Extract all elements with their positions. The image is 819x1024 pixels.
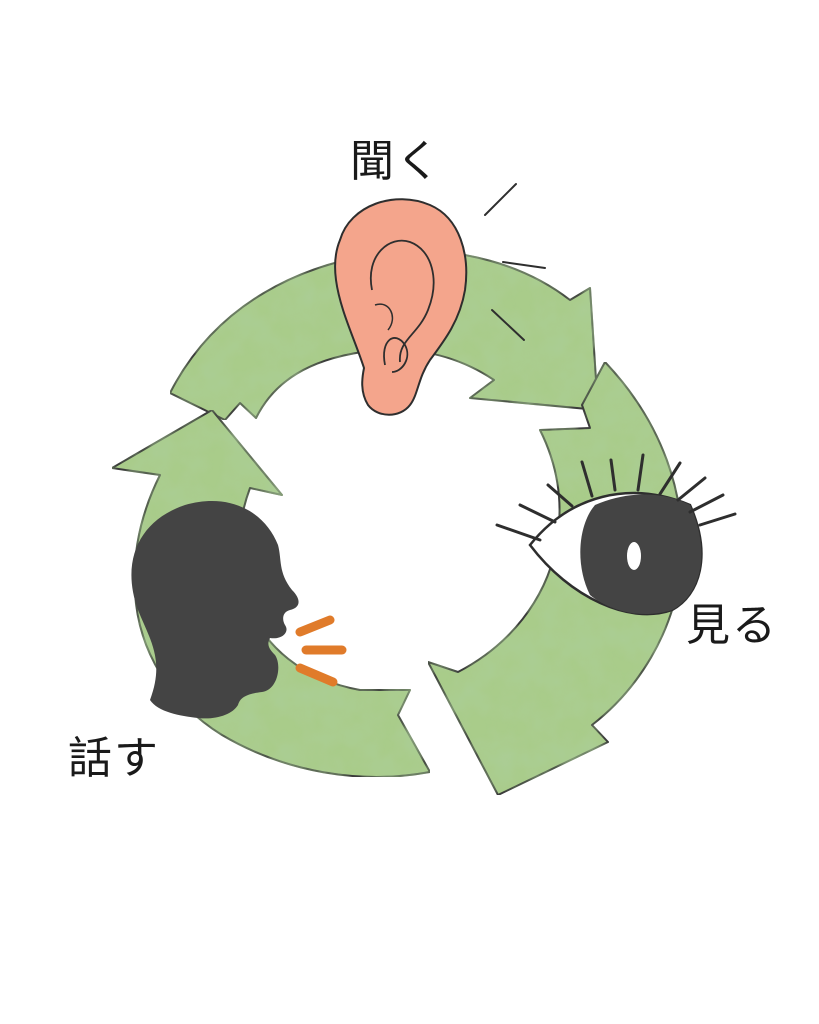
speech-lines	[295, 615, 347, 687]
label-speak: 話す	[68, 733, 160, 784]
cycle-arrow-right	[427, 361, 683, 796]
speaking-head-icon	[131, 500, 299, 719]
sound-lines-ear	[484, 183, 546, 341]
label-listen: 聞く	[350, 136, 442, 187]
label-see: 見る	[686, 600, 778, 651]
ear-icon	[334, 198, 468, 416]
eyelashes	[495, 453, 737, 542]
eye-icon	[495, 453, 737, 616]
